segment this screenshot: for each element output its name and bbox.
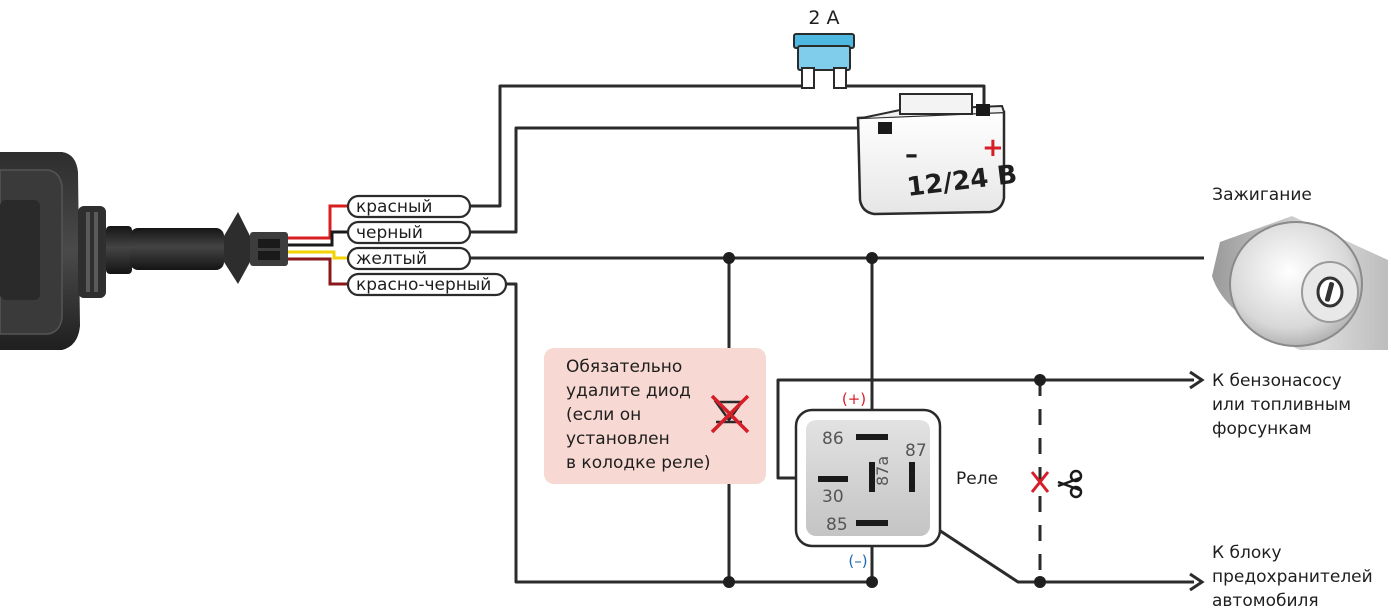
diode-note-line-2: удалите диод: [566, 381, 691, 401]
output-fuse-block-line-2: предохранителей: [1212, 567, 1373, 587]
relay-label: Реле: [956, 469, 998, 489]
wire-label-black-text: черный: [356, 223, 423, 243]
relay-pin-87: 87: [905, 441, 927, 461]
diode-cross-icon: [710, 394, 750, 434]
wire-label-black: черный: [346, 220, 472, 245]
battery-icon: – + 12/24 B: [856, 93, 1019, 216]
ignition-label: Зажигание: [1212, 185, 1312, 205]
wire-label-red-black: красно-черный: [346, 272, 508, 297]
relay-pin-85: 85: [826, 515, 848, 535]
tracker-device-icon: [0, 152, 288, 350]
fuse-icon: 2 A: [793, 7, 855, 89]
fuse-label: 2 A: [808, 7, 839, 29]
battery-plus: +: [982, 133, 1004, 163]
relay-pin-87a: 87a: [873, 456, 892, 486]
relay-pin-30: 30: [822, 487, 844, 507]
output-fuel-line-3: форсункам: [1212, 419, 1312, 439]
diode-note-line-5: в колодке реле): [566, 453, 710, 473]
relay-pin-86: 86: [822, 429, 844, 449]
output-fuel-label: К бензонасосу или топливным форсункам: [1212, 371, 1351, 439]
colored-leads: [288, 204, 350, 286]
scissors-icon: [1057, 469, 1083, 499]
cut-cross-icon: [1030, 471, 1050, 493]
wire-label-red: красный: [346, 194, 472, 219]
battery-minus: –: [905, 140, 918, 170]
wire-label-yellow-text: желтый: [356, 249, 427, 269]
diode-note-line-1: Обязательно: [566, 357, 682, 377]
arrow-right-icon: [1189, 370, 1205, 592]
output-fuse-block-label: К блоку предохранителей автомобиля: [1212, 543, 1373, 611]
wire-label-yellow: желтый: [346, 246, 472, 271]
output-fuel-line-2: или топливным: [1212, 395, 1351, 415]
output-fuse-block-line-3: автомобиля: [1212, 591, 1319, 611]
relay-minus-mark: (–): [848, 552, 867, 570]
diode-note-line-3: (если он: [566, 405, 641, 425]
diode-note-line-4: установлен: [566, 429, 670, 449]
output-fuse-block-line-1: К блоку: [1212, 543, 1282, 563]
wire-label-red-text: красный: [356, 197, 432, 217]
junction-dots: [723, 252, 1046, 588]
output-fuel-line-1: К бензонасосу: [1212, 371, 1342, 391]
relay-plus-mark: (+): [842, 390, 866, 408]
wire-label-red-black-text: красно-черный: [356, 275, 491, 295]
diode-warning-note: Обязательно удалите диод (если он устано…: [544, 348, 766, 484]
ignition-switch-icon: [1212, 216, 1388, 350]
relay-icon: 86 87 30 85 87a: [794, 408, 942, 548]
